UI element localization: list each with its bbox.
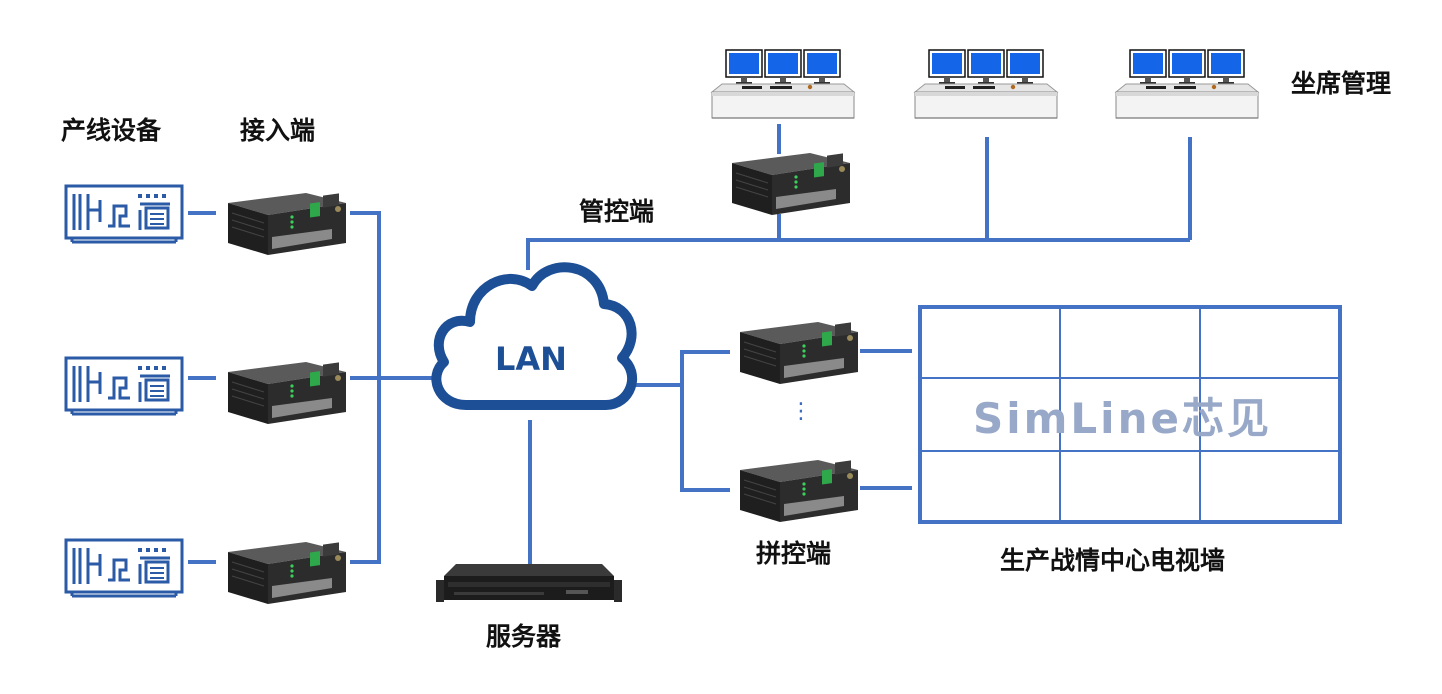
connection-lines: [188, 124, 1192, 564]
server-label: 服务器: [486, 622, 562, 651]
line-cloud-to-management: [526, 238, 1190, 270]
video-wall-label: 生产战情中心电视墙: [1000, 546, 1226, 575]
splice-edge-box-icon: [739, 321, 859, 385]
production-machine-icon: [64, 538, 184, 598]
splice-control-end-label: 拼控端: [756, 539, 832, 568]
video-wall-grid: [918, 305, 1342, 524]
line-cloud-to-splice: [632, 350, 730, 492]
production-machine-icon: [64, 184, 184, 244]
ellipsis-icon: ⋮: [790, 399, 812, 424]
operator-console-icon: [711, 49, 855, 119]
production-machine-icon: [64, 356, 184, 416]
access-end-label: 接入端: [240, 116, 316, 145]
watermark-text: SimLine芯见: [973, 394, 1272, 443]
rack-server-icon: [436, 564, 622, 602]
operator-console-icon: [914, 49, 1058, 119]
line-access-bus: [350, 211, 435, 564]
access-edge-box-icon: [227, 192, 347, 256]
operator-console-icon: [1115, 49, 1259, 119]
production-equipment-label: 产线设备: [61, 116, 162, 145]
line-splice-to-wall: [860, 349, 912, 490]
access-edge-box-icon: [227, 541, 347, 605]
lan-label: LAN: [495, 340, 567, 378]
splice-edge-box-icon: [739, 459, 859, 523]
cloud-icon: [431, 262, 637, 410]
seat-management-label: 坐席管理: [1291, 69, 1392, 98]
management-edge-box-icon: [731, 152, 851, 216]
management-end-label: 管控端: [579, 197, 655, 226]
access-edge-box-icon: [227, 361, 347, 425]
